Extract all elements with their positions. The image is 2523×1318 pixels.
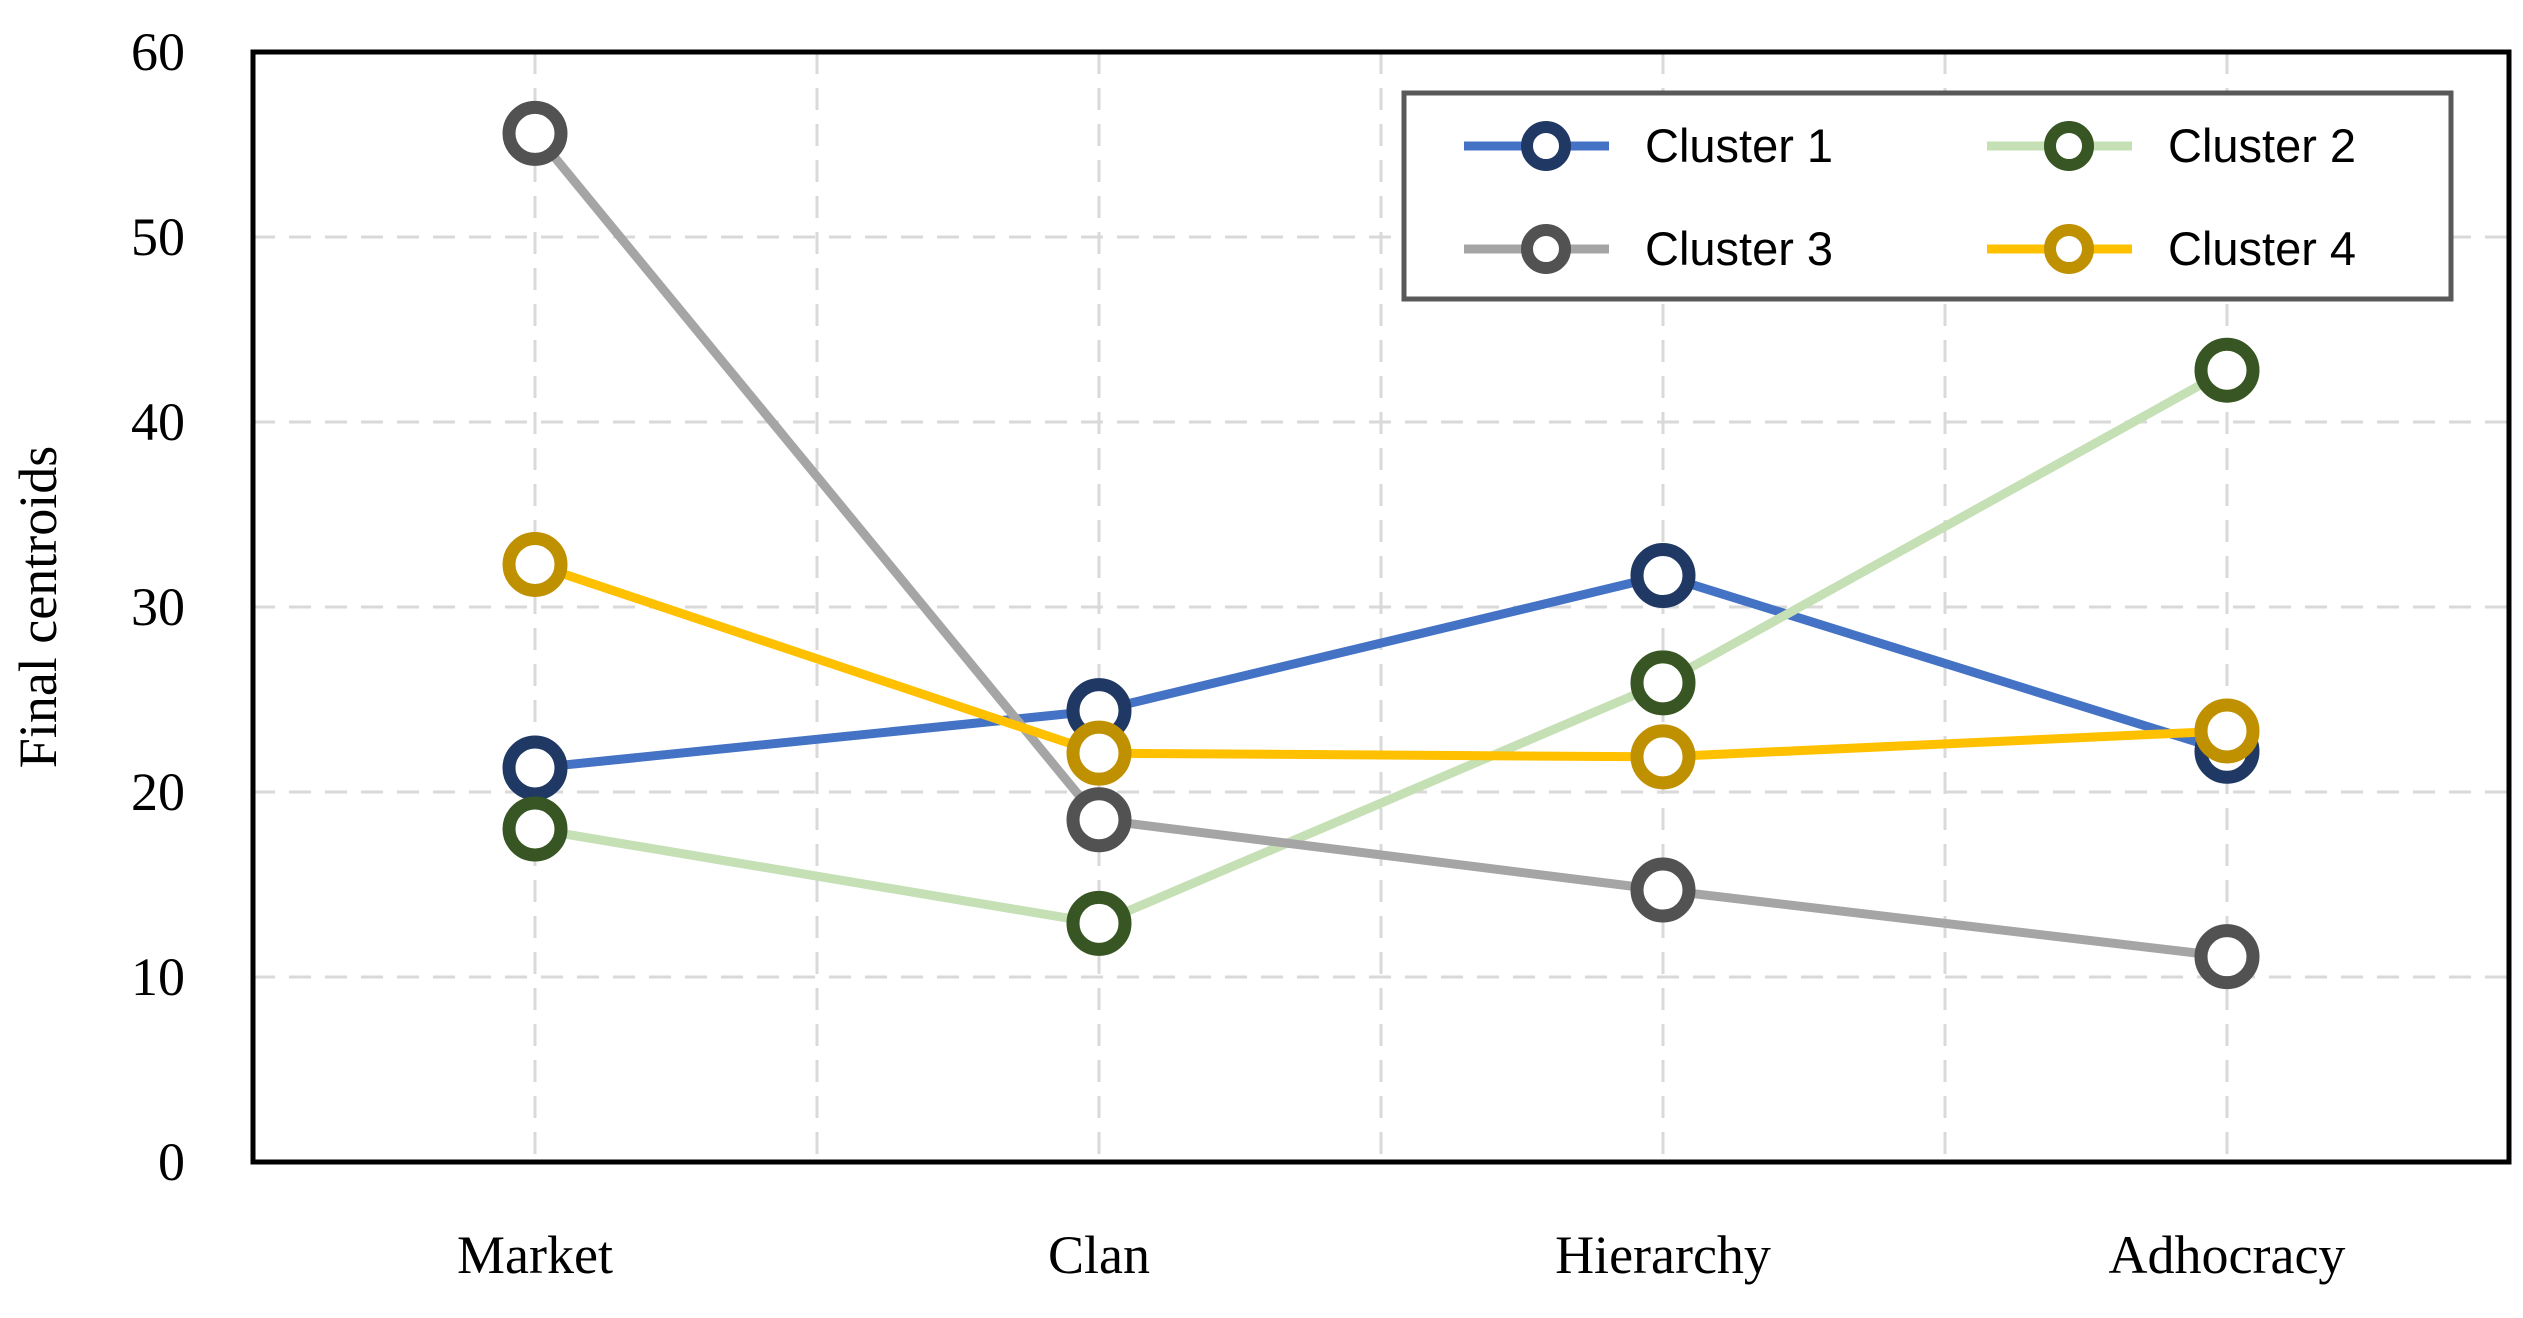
- legend-label: Cluster 2: [2168, 119, 2356, 172]
- data-point-marker: [2194, 924, 2260, 990]
- plot-area-border: [250, 49, 2512, 1165]
- series-line: [534, 366, 2230, 928]
- x-axis-ticks: Market Clan Hierarchy Adhocracy: [457, 1225, 2345, 1285]
- y-tick-label: 10: [131, 947, 185, 1007]
- data-point-marker: [502, 100, 568, 166]
- data-point-marker: [2194, 337, 2260, 403]
- data-point-marker: [2194, 698, 2260, 764]
- data-point-marker: [502, 735, 568, 801]
- y-tick-label: 20: [131, 762, 185, 822]
- data-point-marker: [1066, 890, 1132, 956]
- legend-swatch-marker: [2044, 121, 2094, 171]
- data-point-marker: [1066, 787, 1132, 853]
- x-tick-label: Market: [457, 1225, 613, 1285]
- x-tick-label: Adhocracy: [2109, 1225, 2346, 1285]
- y-axis-ticks: 0 10 20 30 40 50 60: [131, 22, 185, 1192]
- data-point-marker: [1630, 857, 1696, 923]
- data-point-marker: [502, 531, 568, 597]
- data-point-marker: [502, 796, 568, 862]
- y-tick-label: 50: [131, 207, 185, 267]
- series-layer: [502, 100, 2260, 990]
- legend-swatch-marker: [1521, 121, 1571, 171]
- legend-label: Cluster 1: [1645, 119, 1833, 172]
- data-point-marker: [1630, 650, 1696, 716]
- y-tick-label: 0: [158, 1132, 185, 1192]
- legend-box: [1401, 90, 2454, 302]
- y-tick-label: 30: [131, 577, 185, 637]
- legend-swatch-marker: [2044, 224, 2094, 274]
- legend: Cluster 1 Cluster 2 Cluster 3 Cluster 4: [1401, 90, 2454, 302]
- legend-label: Cluster 3: [1645, 222, 1833, 275]
- y-tick-label: 60: [131, 22, 185, 82]
- series-line: [533, 560, 2228, 762]
- series-line: [531, 130, 2228, 962]
- y-axis-title: Final centroids: [8, 446, 68, 768]
- y-tick-label: 40: [131, 392, 185, 452]
- data-point-marker: [1630, 724, 1696, 790]
- data-point-marker: [1630, 543, 1696, 609]
- x-tick-label: Hierarchy: [1555, 1225, 1771, 1285]
- legend-swatch-marker: [1521, 224, 1571, 274]
- x-tick-label: Clan: [1048, 1225, 1150, 1285]
- data-point-marker: [1066, 720, 1132, 786]
- legend-label: Cluster 4: [2168, 222, 2356, 275]
- series-line: [534, 571, 2229, 773]
